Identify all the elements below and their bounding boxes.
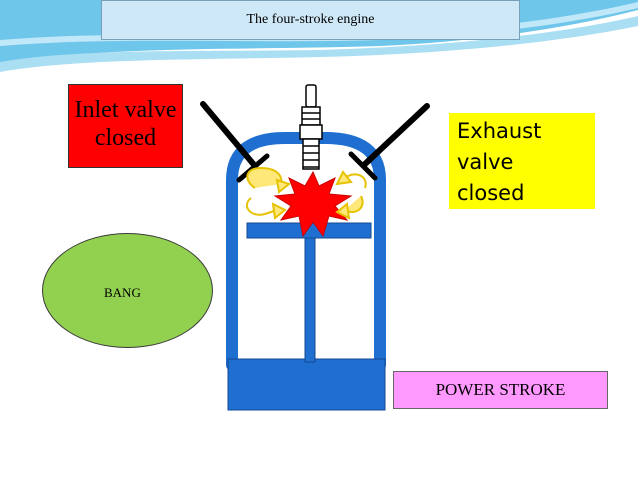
exhaust-valve-label: Exhaust valve closed	[449, 113, 595, 209]
spark-plug	[299, 84, 323, 170]
inlet-valve	[200, 101, 270, 183]
engine-diagram	[200, 84, 430, 411]
stage-label: BANG	[104, 285, 141, 300]
exhaust-valve-label-line-1: Exhaust	[457, 119, 542, 143]
connecting-rod	[304, 237, 316, 363]
gas-swirl-right-icon	[335, 170, 367, 220]
stroke-label: POWER STROKE	[393, 371, 608, 409]
inlet-valve-label: Inlet valve closed	[68, 84, 183, 168]
explosion-burst	[273, 170, 353, 238]
cylinder-wall	[226, 132, 386, 371]
exhaust-valve-label-line-3: closed	[457, 181, 525, 205]
gas-swirl-left-icon	[246, 166, 292, 220]
stage-ellipse	[42, 233, 213, 348]
inlet-valve-label-line-1: Inlet valve	[74, 97, 177, 123]
exhaust-valve	[348, 103, 430, 181]
inlet-valve-label-line-2: closed	[94, 125, 157, 151]
crankcase-block	[227, 358, 386, 411]
slide-title: The four-stroke engine	[101, 0, 520, 40]
exhaust-valve-label-line-2: valve	[457, 150, 514, 174]
